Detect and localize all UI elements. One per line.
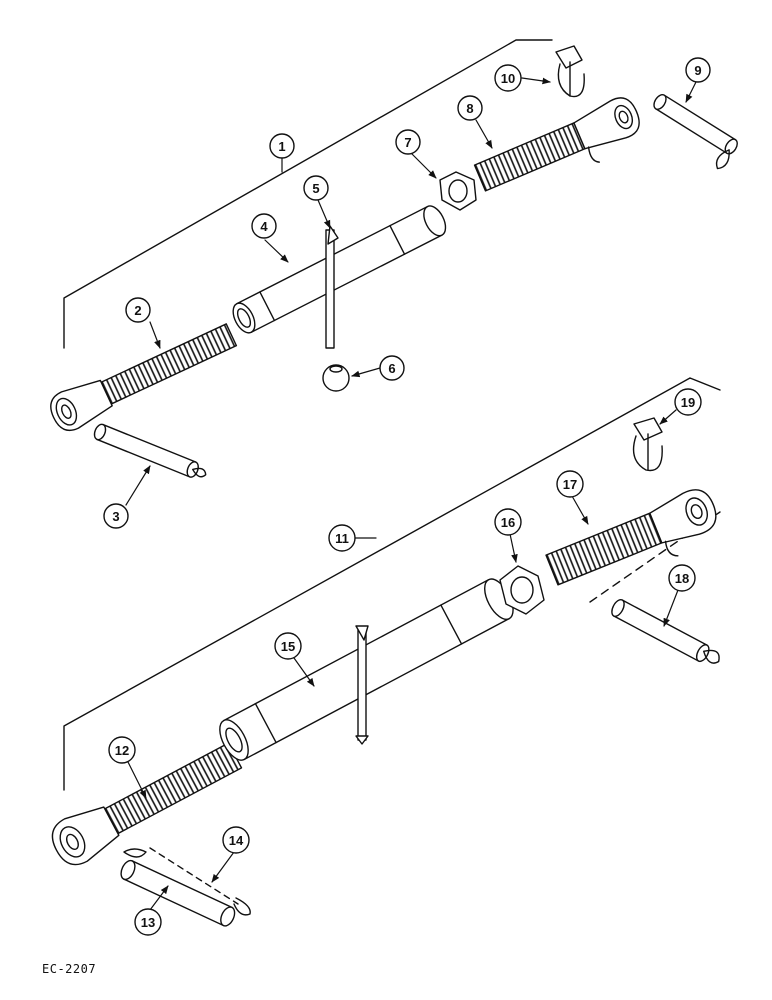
svg-text:13: 13: [141, 915, 155, 930]
svg-text:18: 18: [675, 571, 689, 586]
upper-assembly-bracket: [63, 39, 553, 349]
callout-16: 16: [494, 508, 522, 536]
svg-text:2: 2: [134, 303, 141, 318]
callout-15: 15: [274, 632, 302, 660]
svg-text:10: 10: [501, 71, 515, 86]
lower-clip-14: [123, 847, 251, 916]
lower-assembly-bracket: [63, 377, 721, 791]
upper-tube-4: [232, 205, 447, 334]
lower-rod-end-threaded-17: [545, 489, 717, 586]
svg-text:5: 5: [312, 181, 319, 196]
svg-text:12: 12: [115, 743, 129, 758]
callout-13: 13: [134, 908, 162, 936]
callout-18: 18: [668, 564, 696, 592]
upper-lynch-pin-10: [555, 45, 585, 98]
callout-11: 11: [328, 524, 356, 552]
svg-text:7: 7: [404, 135, 411, 150]
upper-nut-7: [439, 171, 477, 211]
callout-12: 12: [108, 736, 136, 764]
upper-pin-3: [93, 423, 207, 478]
upper-rod-end-threaded-2: [50, 323, 238, 432]
callout-19: 19: [674, 388, 702, 416]
svg-text:8: 8: [466, 101, 473, 116]
upper-rod-end-threaded-8: [473, 97, 640, 192]
callout-6: 6: [379, 355, 405, 381]
callout-1: 1: [269, 133, 295, 159]
svg-text:9: 9: [694, 63, 701, 78]
callout-4: 4: [251, 213, 277, 239]
svg-text:4: 4: [260, 219, 268, 234]
svg-text:14: 14: [229, 833, 244, 848]
lower-handle: [355, 625, 369, 745]
upper-ball-6: [322, 364, 350, 392]
callout-2: 2: [125, 297, 151, 323]
lower-pin-18: [611, 599, 720, 664]
upper-handle-5: [325, 225, 339, 349]
svg-text:6: 6: [388, 361, 395, 376]
upper-pin-9: [653, 94, 738, 170]
svg-text:17: 17: [563, 477, 577, 492]
svg-text:1: 1: [278, 139, 285, 154]
svg-text:11: 11: [335, 531, 349, 546]
svg-text:15: 15: [281, 639, 295, 654]
lower-lynch-pin-19: [632, 417, 663, 472]
svg-text:3: 3: [112, 509, 119, 524]
figure-code: EC-2207: [42, 962, 97, 976]
callout-17: 17: [556, 470, 584, 498]
lower-pin-13: [120, 859, 236, 927]
callout-9: 9: [685, 57, 711, 83]
callout-10: 10: [494, 64, 522, 92]
callout-8: 8: [457, 95, 483, 121]
callout-7: 7: [395, 129, 421, 155]
lower-rod-end-threaded-12: [51, 742, 243, 866]
svg-text:19: 19: [681, 395, 695, 410]
leader-lines: [125, 77, 697, 911]
svg-text:16: 16: [501, 515, 515, 530]
callout-5: 5: [303, 175, 329, 201]
callout-3: 3: [103, 503, 129, 529]
callout-14: 14: [222, 826, 250, 854]
lower-nut-16: [499, 565, 545, 615]
